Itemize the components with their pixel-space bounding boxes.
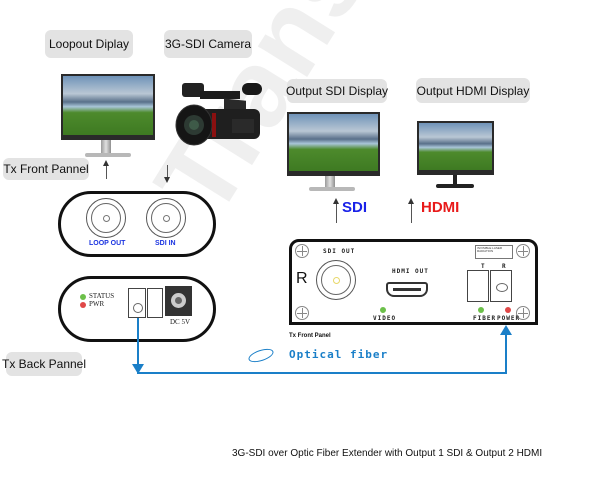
power-led [505,307,511,313]
monitor-stand [453,175,457,184]
fiber-arrow-down-icon [132,364,144,374]
sdi-out-bnc-connector [316,260,356,300]
hdmi-signal-label: HDMI [421,199,460,216]
rx-panel-caption: Tx Front Panel [289,333,331,339]
fiber-port-r [490,270,512,302]
fiber-port [128,288,146,318]
t-label: T [481,263,486,270]
sdi-in-bnc-connector [146,198,186,238]
laser-warning-label: INVISIBLE LASER RADIATION [475,245,513,259]
loop-out-label: LOOP OUT [89,240,126,247]
arrow-from-camera [164,165,170,183]
hdmi-port [386,282,428,297]
screw-icon [516,244,530,258]
monitor-screen [61,74,155,140]
sdi-in-label: SDI IN [155,240,176,247]
loop-out-bnc-connector [86,198,126,238]
monitor-base [436,184,474,188]
status-label: STATUS [89,292,115,300]
sdi-out-label: SDI OUT [323,248,356,255]
diagram-caption: 3G-SDI over Optic Fiber Extender with Ou… [232,448,543,459]
video-led [380,307,386,313]
fiber-port-t [467,270,489,302]
label-camera: 3G-SDI Camera [164,30,252,58]
screw-icon [516,306,530,320]
tx-front-panel [58,191,216,257]
fiber-coil-icon [246,346,276,365]
r-label: R [502,263,507,270]
arrow-to-sdi-display [333,198,339,223]
hdmi-out-label: HDMI OUT [392,268,429,275]
monitor-stand [325,176,335,188]
fiber-line-up [505,330,507,374]
pwr-led [80,302,86,308]
dc-5v-label: DC 5V [170,318,191,326]
monitor-screen [417,121,494,175]
fiber-port-blank [147,288,163,318]
optical-fiber-label: Optical fiber [289,348,389,361]
label-loopout-display: Loopout Diplay [45,30,133,58]
fiber-label: FIBER [473,315,497,322]
fiber-line-horizontal [137,372,507,374]
monitor-stand [101,140,111,154]
power-label: POWER [497,315,521,322]
arrow-to-loopout [103,160,109,179]
monitor-base [85,153,131,157]
label-output-hdmi-display: Output HDMI Display [416,78,530,103]
monitor-base [309,187,355,191]
fiber-line-down [137,318,139,370]
sdi-signal-label: SDI [342,199,368,216]
video-label: VIDEO [373,315,397,322]
screw-icon [295,306,309,320]
pwr-label: PWR [89,300,105,308]
rx-side-letter: R [296,270,308,287]
label-output-sdi-display: Output SDI Display [286,79,388,103]
label-tx-back-pannel: Tx Back Pannel [2,352,86,376]
status-led [80,294,86,300]
fiber-arrow-up-icon [500,325,512,335]
label-tx-front-pannel: Tx Front Pannel [3,158,89,180]
arrow-to-hdmi-display [408,198,414,223]
monitor-screen [287,112,380,176]
screw-icon [295,244,309,258]
fiber-led [478,307,484,313]
dc-jack [165,286,192,316]
